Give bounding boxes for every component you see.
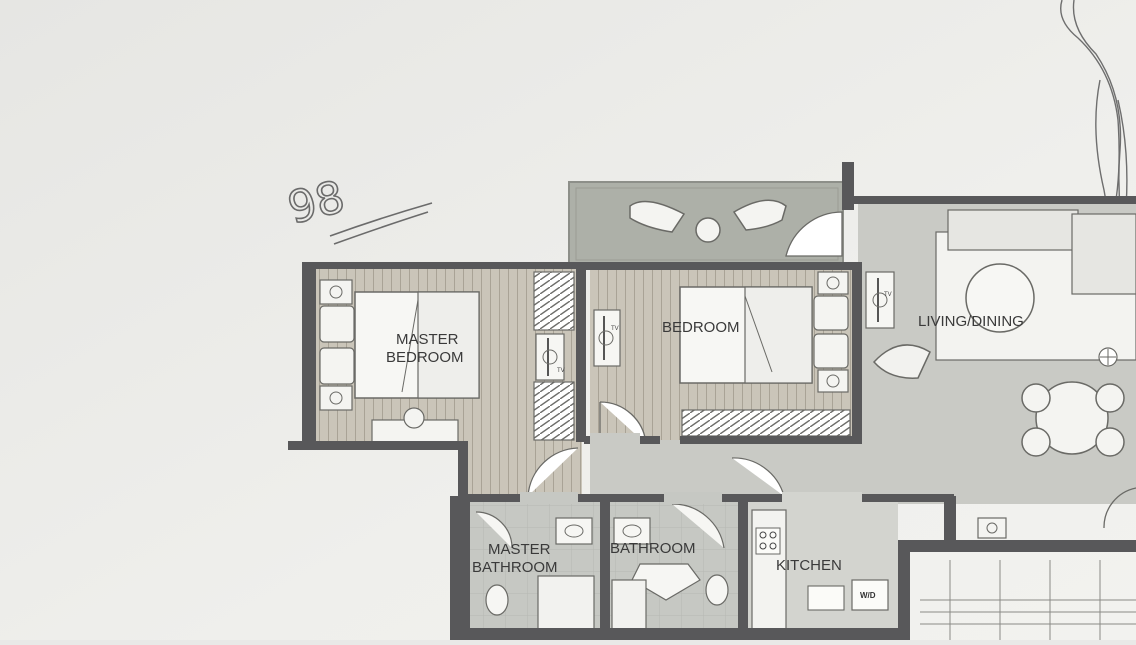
balcony-door <box>785 211 843 257</box>
living-dining-area: TV LIVING/DINING <box>590 198 1136 539</box>
dining-table <box>1035 381 1109 455</box>
stair-hint <box>920 560 1136 640</box>
room-label-kitchen: KITCHEN <box>776 557 842 574</box>
room-label-bathroom: BATHROOM <box>610 540 696 557</box>
dining-chair-1 <box>1021 383 1051 413</box>
bedroom-tv-unit <box>593 309 621 367</box>
handwritten-underline-2 <box>333 211 429 245</box>
sofa-chaise <box>1071 213 1136 295</box>
balcony-chair-left <box>629 200 686 233</box>
room-label-living-dining: LIVING/DINING <box>918 313 1024 330</box>
living-corner-door <box>1103 487 1136 529</box>
wet-areas: W/D MASTER BATHROOM BATHROOM KITCHEN <box>470 457 898 640</box>
bath-basin <box>613 517 651 545</box>
balcony-side-table <box>695 217 721 243</box>
kitchen-sink <box>807 585 845 611</box>
master-wardrobe-upper <box>533 271 575 331</box>
master-wardrobe-lower <box>533 381 575 441</box>
door-openings <box>520 433 862 504</box>
room-label-master-bathroom-line2: BATHROOM <box>472 559 558 576</box>
armchair <box>872 344 931 379</box>
master-tv-unit <box>535 333 565 381</box>
room-label-bedroom: BEDROOM <box>662 319 740 336</box>
master-bath-toilet <box>485 584 509 616</box>
room-label-master-bathroom-line1: MASTER <box>488 541 551 558</box>
washer-dryer <box>851 579 889 611</box>
master-bedroom: TV MASTER BEDROOM <box>316 268 582 502</box>
room-label-master-bedroom-line1: MASTER <box>396 331 459 348</box>
balcony-chair-right <box>732 199 787 231</box>
living-tv-label: TV <box>884 292 892 298</box>
master-bath-shower <box>537 575 595 635</box>
bedroom-wardrobe <box>681 409 851 437</box>
dining-chair-4 <box>1095 427 1125 457</box>
handwritten-underline-1 <box>329 202 433 237</box>
room-label-master-bedroom-line2: BEDROOM <box>386 349 464 366</box>
kitchen-hob <box>755 527 781 555</box>
bath-toilet <box>705 574 729 606</box>
master-tv-label: TV <box>557 368 565 374</box>
sofa <box>947 209 1079 251</box>
coffee-table <box>965 263 1035 333</box>
bath-shower <box>631 563 701 601</box>
dining-chair-2 <box>1095 383 1125 413</box>
washer-dryer-label: W/D <box>860 591 876 600</box>
bedroom-tv-label: TV <box>611 326 619 332</box>
master-bath-basin <box>555 517 593 545</box>
dining-chair-3 <box>1021 427 1051 457</box>
living-tv-unit <box>865 271 895 329</box>
bedroom: TV BEDROOM <box>590 268 852 446</box>
